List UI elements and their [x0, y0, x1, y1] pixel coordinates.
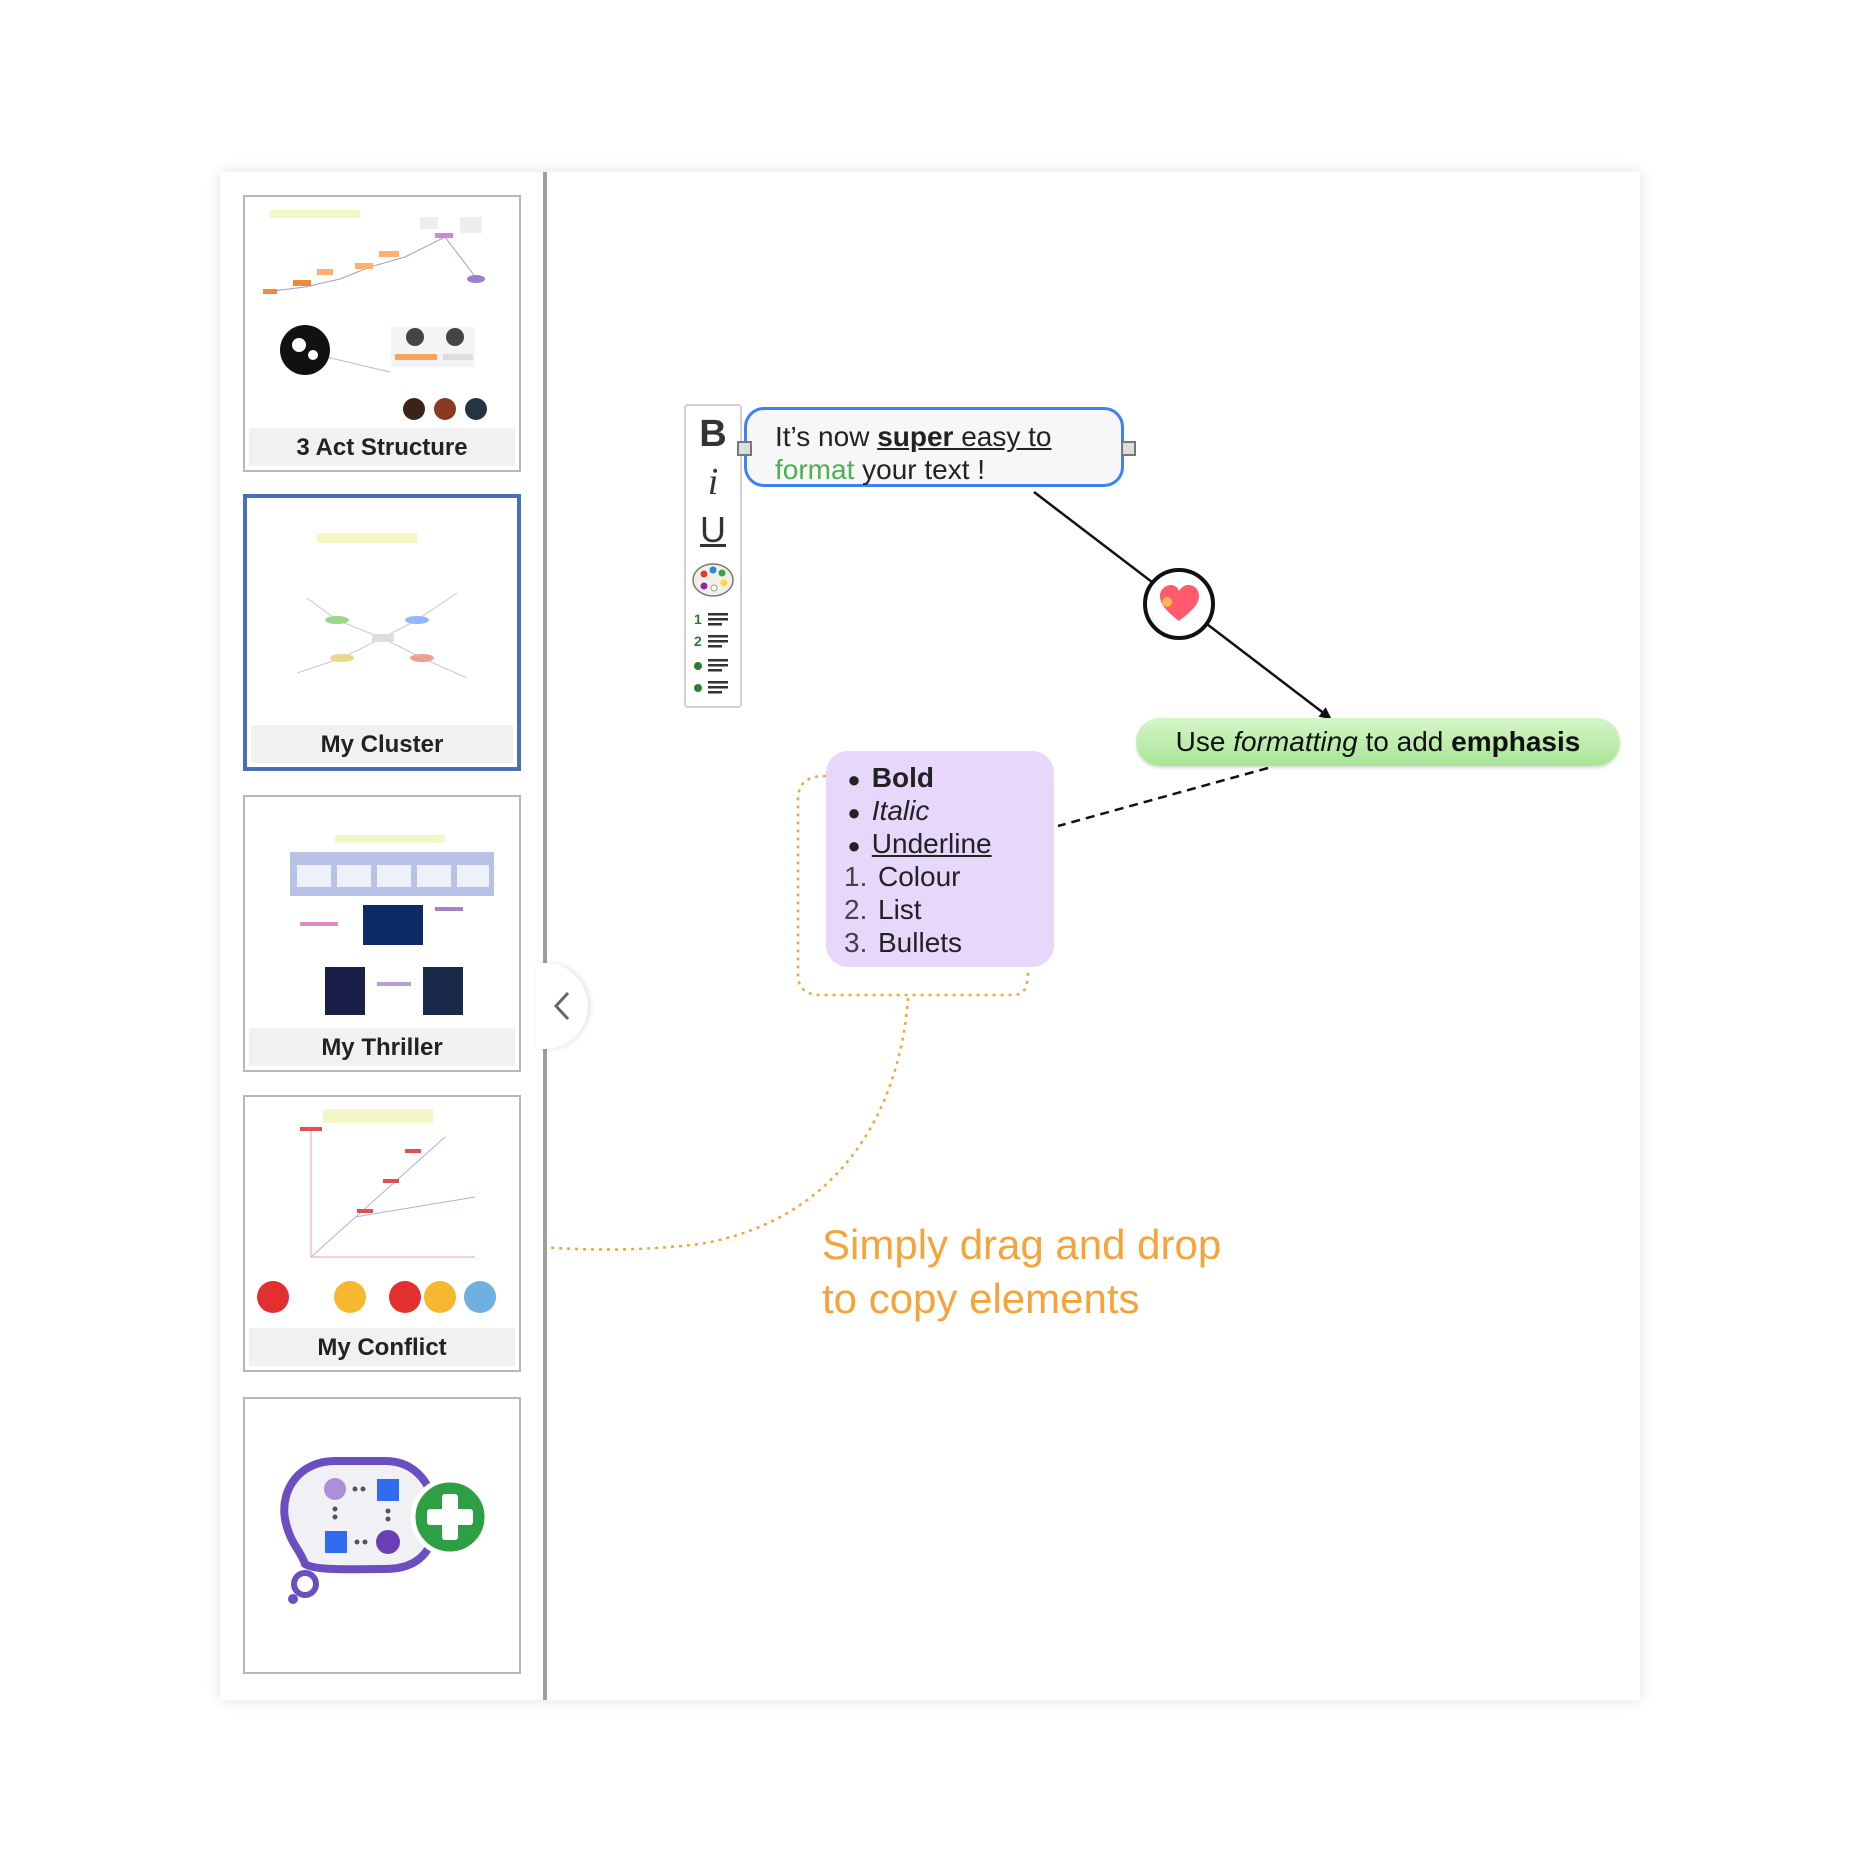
- list-item-text: List: [878, 894, 922, 925]
- bulleted-list-button[interactable]: [686, 654, 740, 700]
- formatting-toolbar: B i U 1 2: [684, 404, 742, 708]
- hint-line: to copy elements: [822, 1275, 1140, 1322]
- thumbnail-preview: [290, 835, 494, 1015]
- italic-button[interactable]: i: [707, 461, 719, 503]
- list-item: 2. List: [844, 893, 1054, 926]
- colour-palette-icon: [692, 563, 734, 597]
- hint-line: Simply drag and drop: [822, 1221, 1222, 1268]
- thumbnail-preview: [257, 1109, 496, 1313]
- emphasis-text: Use: [1175, 726, 1234, 757]
- list-number: 1.: [844, 861, 868, 892]
- list-item-text: Italic: [871, 795, 930, 826]
- template-label: My Conflict: [249, 1328, 515, 1366]
- template-label: 3 Act Structure: [249, 428, 515, 466]
- node-resize-handle-right[interactable]: [1121, 441, 1136, 456]
- template-label: My Thriller: [249, 1028, 515, 1066]
- emphasis-text: to add: [1357, 726, 1452, 757]
- underline-button[interactable]: U: [700, 509, 726, 550]
- drag-hint-arrow: [438, 997, 910, 1251]
- template-my-conflict[interactable]: My Conflict: [243, 1095, 521, 1372]
- template-3-act-structure[interactable]: 3 Act Structure: [243, 195, 521, 472]
- emphasis-node[interactable]: Use formatting to add emphasis: [1136, 718, 1620, 766]
- list-item-text: Colour: [878, 861, 961, 892]
- emphasis-text-italic: formatting: [1233, 726, 1358, 757]
- thumbnail-preview: [263, 210, 487, 420]
- list-item: ● Italic: [847, 795, 930, 826]
- node-text-green: format: [775, 454, 855, 485]
- sidebar-divider[interactable]: [543, 172, 547, 1700]
- colour-palette-button[interactable]: [686, 558, 740, 602]
- numbered-list-icon: 1 2: [694, 611, 728, 649]
- svg-text:2: 2: [694, 633, 702, 649]
- list-item-text: Bullets: [878, 927, 963, 958]
- thumbnail-preview: [296, 533, 468, 679]
- node-text-segment: easy to: [953, 421, 1052, 452]
- template-my-thriller[interactable]: My Thriller: [243, 795, 521, 1072]
- list-item: ● Bold: [847, 762, 934, 793]
- node-text-segment: your text !: [854, 454, 986, 485]
- node-text-segment: It’s now: [775, 421, 878, 452]
- node-text-bold: super: [877, 421, 954, 452]
- emphasis-text-bold: emphasis: [1451, 726, 1581, 757]
- collapse-sidebar-button[interactable]: [536, 963, 588, 1049]
- svg-text:1: 1: [694, 611, 702, 627]
- node-resize-handle-left[interactable]: [737, 441, 752, 456]
- list-item: 1. Colour: [844, 860, 1054, 893]
- numbered-list-button[interactable]: 1 2: [686, 606, 740, 652]
- list-item: ● Underline: [847, 828, 992, 859]
- selected-text-node[interactable]: It’s now super easy to format your text …: [744, 407, 1124, 487]
- bulleted-list-icon: [694, 659, 728, 694]
- bold-button[interactable]: B: [699, 413, 727, 455]
- drag-drop-hint: Simply drag and drop to copy elements: [822, 1218, 1221, 1326]
- list-number: 3.: [844, 927, 868, 958]
- heart-connector-icon[interactable]: [1143, 568, 1215, 640]
- format-list-node[interactable]: ● Bold ● Italic ● Underline 1. Colour 2. L…: [826, 751, 1054, 967]
- new-mind-map-button[interactable]: [243, 1397, 521, 1674]
- list-number: 2.: [844, 894, 868, 925]
- template-my-cluster[interactable]: My Cluster: [243, 494, 521, 771]
- connector-dashed-emphasis-to-list[interactable]: [1057, 766, 1269, 828]
- list-item-text: Underline: [871, 828, 992, 859]
- template-label: My Cluster: [251, 725, 513, 763]
- new-mind-map-plus-icon: [280, 1457, 490, 1604]
- drag-selection-outline: [796, 774, 1030, 997]
- list-item: 3. Bullets: [844, 926, 1054, 959]
- list-item-text: Bold: [871, 762, 934, 793]
- chevron-left-icon: [553, 991, 570, 1021]
